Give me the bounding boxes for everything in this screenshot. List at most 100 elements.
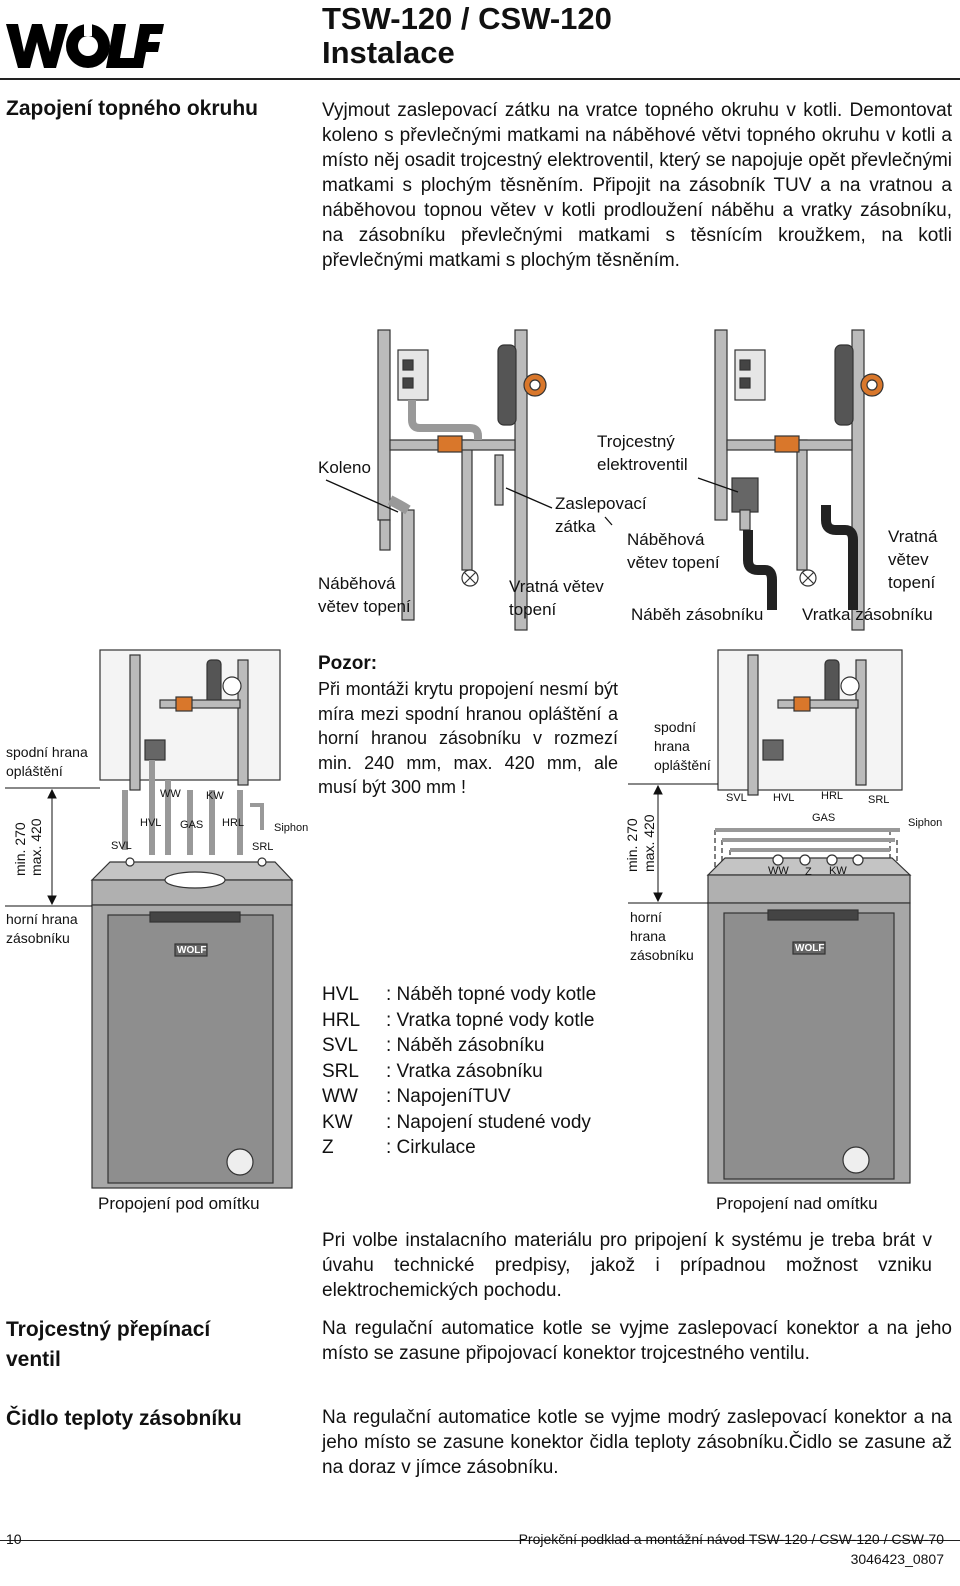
left-label-siphon: Siphon [274, 822, 309, 834]
top-diagram-pointers [325, 477, 739, 526]
heading-three-way-valve: Trojcestný přepínací ventil [6, 1315, 210, 1375]
left-label-hvl: HVL [140, 817, 162, 829]
left-label-gas: GAS [180, 819, 204, 831]
right-unit-caption: Propojení nad omítku [716, 1194, 878, 1213]
top-diagram-right [714, 329, 884, 631]
warning-text: Při montáži krytu propojení nesmí být mí… [318, 679, 618, 797]
left-label-svl: SVL [111, 840, 132, 852]
label-vratna2-line2: větev [888, 550, 929, 569]
right-label-srl: SRL [868, 794, 890, 806]
footer-doc-title: Projekční podklad a montážní návod TSW-1… [518, 1531, 944, 1547]
left-spodni-line2: opláštění [6, 763, 63, 779]
right-label-z: Z [805, 866, 812, 878]
paragraph-material-note: Pri volbe instalacního materiálu pro pri… [322, 1230, 932, 1301]
right-label-spodni-hrana: spodní hrana opláštění [654, 718, 711, 775]
legend-key: HRL [322, 1009, 361, 1031]
left-unit-drawing [90, 649, 294, 1189]
right-unit-brand: WOLF [795, 943, 825, 954]
legend-key: SVL [322, 1035, 358, 1056]
label-trojcestny-line2: elektroventil [597, 455, 688, 474]
left-label-spodni-hrana: spodní hrana opláštění [6, 743, 88, 781]
label-nabehova-vetev: Náběhová větev topení [318, 572, 411, 618]
legend-row: KW : Napojení studené vody [322, 1110, 596, 1136]
wolf-logo-graphic [6, 22, 164, 68]
label-nabehova2-line2: větev topení [627, 553, 720, 572]
legend-row: Z: Cirkulace [322, 1135, 596, 1161]
label-nabehova-line2: větev topení [318, 597, 411, 616]
right-label-kw: KW [829, 865, 847, 877]
label-zaslepovaci-zatka: Zaslepovací zátka [555, 492, 647, 538]
legend-key: HVL [322, 984, 359, 1005]
left-spodni-line1: spodní hrana [6, 744, 88, 760]
left-label-kw: KW [206, 790, 224, 802]
connection-legend: HVL : Náběh topné vody kotle HRL : Vratka … [322, 982, 596, 1161]
footer-divider [0, 1540, 960, 1541]
header-divider [0, 78, 960, 80]
legend-value: : Napojení studené vody [386, 1111, 591, 1133]
label-vratna2-line1: Vratná [888, 527, 938, 546]
right-spodni-line2: hrana [654, 738, 690, 754]
legend-row: WW: NapojeníTUV [322, 1084, 596, 1110]
paragraph-sensor: Na regulační automatice kotle se vyjme m… [322, 1407, 952, 1478]
right-dim-max: max. 420 [641, 814, 657, 872]
right-horni-line2: hrana [630, 928, 666, 944]
legend-value: : Vratka topné vody kotle [386, 1009, 595, 1031]
right-label-hrl: HRL [821, 790, 844, 802]
paragraph-heating-circuit: Vyjmout zaslepovací zátku na vratce topn… [322, 100, 952, 271]
label-trojcestny-line1: Trojcestný [597, 432, 675, 451]
heading-sensor: Čidlo teploty zásobníku [6, 1407, 242, 1430]
right-spodni-line3: opláštění [654, 757, 711, 773]
right-dim-min: min. 270 [624, 818, 640, 872]
label-vratna-vetev-right: Vratná větev topení [888, 525, 937, 594]
right-dimension-lines [628, 783, 718, 904]
left-unit-brand: WOLF [177, 945, 207, 956]
legend-key: SRL [322, 1060, 359, 1082]
label-vratna2-line3: topení [888, 573, 936, 592]
label-nabeh-zasobniku: Náběh zásobníku [631, 605, 764, 624]
heading-three-way-line1: Trojcestný přepínací [6, 1318, 211, 1341]
title-line-2: Instalace [322, 35, 455, 70]
paragraph-three-way-valve: Na regulační automatice kotle se vyjme z… [322, 1318, 952, 1364]
label-nabehova2-line1: Náběhová [627, 530, 705, 549]
right-horni-line3: zásobníku [630, 947, 694, 963]
right-horni-line1: horní [630, 909, 662, 925]
label-vratna-line1: Vratná větev [509, 577, 604, 596]
left-label-srl: SRL [252, 841, 274, 853]
left-dimension-lines [5, 787, 100, 907]
label-trojcestny-elektroventil: Trojcestný elektroventil [597, 430, 688, 476]
heading-heating-circuit: Zapojení topného okruhu [6, 97, 258, 120]
left-dim-max: max. 420 [28, 818, 44, 876]
heading-three-way-line2: ventil [6, 1348, 61, 1371]
left-horni-line2: zásobníku [6, 930, 70, 946]
left-label-hrl: HRL [222, 817, 245, 829]
top-diagram-left [377, 329, 547, 631]
footer-doc-code: 3046423_0807 [850, 1551, 944, 1567]
label-vratna-vetev: Vratná větev topení [509, 575, 604, 621]
label-koleno: Koleno [318, 458, 371, 477]
document-title: TSW-120 / CSW-120 Instalace [322, 2, 612, 70]
wolf-logo [6, 22, 164, 70]
right-label-gas: GAS [812, 812, 836, 824]
right-spodni-line1: spodní [654, 719, 697, 735]
legend-value: : Náběh topné vody kotle [386, 984, 597, 1005]
legend-row: SRL : Vratka zásobníku [322, 1059, 596, 1085]
page-number: 10 [6, 1531, 22, 1547]
legend-value: : Náběh zásobníku [386, 1035, 545, 1056]
legend-value: : Vratka zásobníku [386, 1060, 543, 1082]
title-line-1: TSW-120 / CSW-120 [322, 1, 612, 36]
left-label-horni-hrana: horní hrana zásobníku [6, 910, 78, 948]
label-zaslepovaci-line2: zátka [555, 517, 596, 536]
label-vratka-zasobniku: Vratka zásobníku [802, 605, 933, 624]
legend-value: : NapojeníTUV [386, 1086, 511, 1107]
left-label-ww: WW [160, 788, 181, 800]
label-nabehova-line1: Náběhová [318, 574, 396, 593]
right-label-siphon: Siphon [908, 817, 943, 829]
legend-row: SVL : Náběh zásobníku [322, 1033, 596, 1059]
legend-value: : Cirkulace [386, 1137, 476, 1158]
legend-row: HVL : Náběh topné vody kotle [322, 982, 596, 1008]
right-label-horni-hrana: horní hrana zásobníku [630, 908, 694, 965]
right-label-ww: WW [768, 865, 789, 877]
label-zaslepovaci-line1: Zaslepovací [555, 494, 647, 513]
legend-key: KW [322, 1111, 353, 1133]
